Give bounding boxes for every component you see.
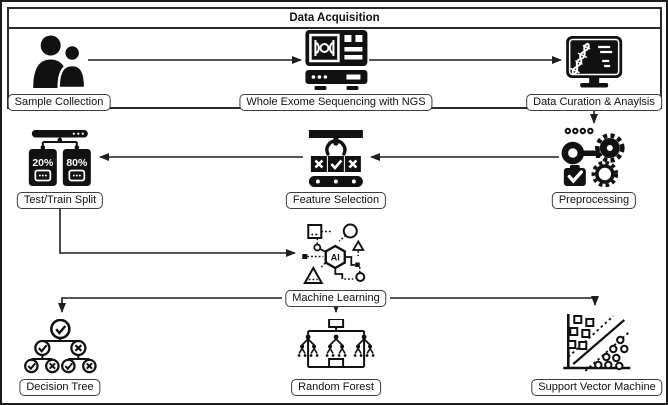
label-preprocessing: Preprocessing: [551, 192, 637, 209]
split-boxes-icon: 20% 80%: [29, 130, 91, 186]
node-svm: Support Vector Machine: [531, 314, 663, 396]
node-machine-learning: AI Machine Learning: [285, 221, 387, 307]
node-wes: Whole Exome Sequencing with NGS: [239, 28, 433, 111]
node-test-train-split: 20% 80% Test/Train Split: [16, 124, 104, 209]
ai-core-text: AI: [330, 253, 339, 263]
ai-network-icon: AI: [301, 223, 365, 284]
two-people-icon: [33, 35, 87, 90]
label-sample-collection: Sample Collection: [7, 94, 111, 111]
node-decision-tree: Decision Tree: [19, 315, 101, 396]
gears-check-icon: [561, 127, 625, 188]
node-data-curation: Data Curation & Anaylsis: [526, 28, 662, 111]
label-machine-learning: Machine Learning: [285, 290, 387, 307]
tree-check-x-icon: [23, 319, 97, 374]
label-test-train-split: Test/Train Split: [16, 192, 104, 209]
label-wes: Whole Exome Sequencing with NGS: [239, 94, 433, 111]
label-feature-selection: Feature Selection: [285, 192, 387, 209]
claw-conveyor-icon: [309, 130, 363, 187]
node-random-forest: Random Forest: [291, 315, 381, 396]
label-svm: Support Vector Machine: [531, 379, 663, 396]
scatter-hyperplane-icon: [563, 314, 630, 372]
edge-ml-decisiontree: [58, 297, 282, 313]
test-percentage: 20%: [32, 157, 54, 169]
label-decision-tree: Decision Tree: [19, 379, 101, 396]
edge-ml-svm: [390, 296, 599, 306]
sequencer-machine-icon: [305, 30, 367, 90]
train-percentage: 80%: [66, 157, 88, 169]
node-feature-selection: Feature Selection: [285, 124, 387, 209]
label-data-curation: Data Curation & Anaylsis: [526, 94, 662, 111]
node-preprocessing: Preprocessing: [551, 124, 637, 209]
edge-testtrain-ml: [59, 209, 296, 257]
label-random-forest: Random Forest: [291, 379, 381, 396]
forest-ensemble-icon: [297, 319, 375, 368]
group-title: Data Acquisition: [9, 9, 660, 29]
node-sample-collection: Sample Collection: [7, 28, 111, 111]
monitor-dna-icon: [565, 36, 622, 88]
